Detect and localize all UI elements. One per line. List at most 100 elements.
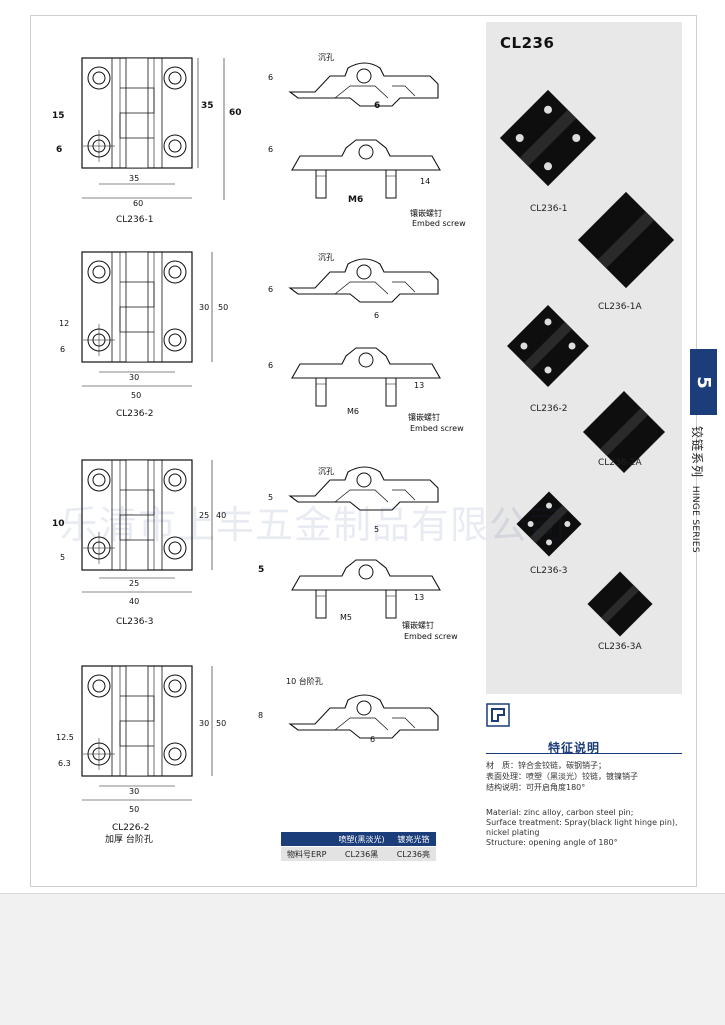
screw-label-en: Embed screw: [404, 632, 458, 641]
chapter-title-en: HINGE SERIES: [690, 485, 700, 553]
erp-header: 喷塑(黑淡光): [332, 832, 391, 847]
drawing-cl236-1: 15 6 35 60 35 60 CL236-1 6 沉孔 6 6 M6 14 …: [52, 53, 466, 228]
dim-side-thick: 8: [258, 711, 263, 720]
dim-hole-outer: 12: [59, 319, 69, 328]
drawing-cl226-2: 12.5 6.3 30 50 30 50 CL226-2 加厚 台阶孔 8 10…: [56, 665, 439, 845]
drawing-subcaption: 加厚 台阶孔: [105, 833, 153, 845]
product-label: CL236-2A: [598, 458, 642, 468]
hinge-photo-cl236-1a: [577, 191, 675, 289]
spec-cn: 材 质：锌合金铰链，碳钢销子； 表面处理：喷塑（黑淡光）铰链，镀镍销子 结构说明…: [486, 760, 638, 793]
dim-hole-inner: 6.3: [58, 759, 71, 768]
series-code: CL236: [500, 34, 555, 52]
dim-pitch-h: 30: [129, 373, 139, 382]
dim-height: 40: [216, 511, 226, 520]
product-label: CL236-1A: [598, 302, 642, 312]
screw-label-cn: 镶嵌螺钉: [402, 620, 434, 630]
spec-en: Material: zinc alloy, carbon steel pin; …: [486, 808, 686, 848]
dim-side-below: 6: [374, 101, 380, 111]
screw-spec: M5: [340, 613, 352, 622]
dim-height: 50: [216, 719, 226, 728]
side-label: 沉孔: [318, 53, 334, 62]
screw-length: 13: [414, 381, 424, 390]
chapter-number: 5: [693, 375, 714, 389]
screw-length: 13: [414, 593, 424, 602]
feature-title: 特征说明: [548, 741, 601, 755]
dim-hole-inner: 6: [60, 345, 65, 354]
dim-screw-thick: 5: [258, 565, 264, 575]
dim-pitch-v: 35: [201, 101, 214, 111]
hinge-photo-cl236-1: [499, 89, 597, 187]
erp-cell: CL236亮: [390, 846, 436, 861]
dim-width: 50: [131, 391, 141, 400]
erp-cell: CL236黑: [332, 846, 391, 861]
erp-table: 喷塑(黑淡光) 镀亮光铬 物料号ERP CL236黑 CL236亮: [281, 832, 436, 861]
screw-spec: M6: [347, 407, 359, 416]
dim-screw-thick: 6: [268, 145, 273, 154]
spec-en-line: nickel plating: [486, 828, 540, 837]
chapter-tab: 5: [690, 349, 717, 415]
dim-height: 50: [218, 303, 228, 312]
dim-screw-thick: 6: [268, 361, 273, 370]
hinge-photo-cl236-3: [516, 491, 582, 557]
dim-pitch-h: 25: [129, 579, 139, 588]
drawing-caption: CL226-2: [112, 823, 149, 833]
dim-pitch-v: 25: [199, 511, 209, 520]
dim-width: 60: [133, 199, 143, 208]
dim-height: 60: [229, 108, 242, 118]
dim-side-below: 6: [374, 311, 379, 320]
product-photos: [499, 89, 675, 637]
dim-side-below: 6: [370, 735, 375, 744]
dim-hole-inner: 6: [56, 145, 62, 155]
dim-side-thick: 6: [268, 285, 273, 294]
dim-pitch-h: 35: [129, 174, 139, 183]
product-label: CL236-3A: [598, 642, 642, 652]
dim-width: 50: [129, 805, 139, 814]
feature-icon: [486, 703, 510, 727]
drawing-cl236-2: 12 6 30 50 30 50 CL236-2 6 沉孔 6 6 M6 13 …: [59, 251, 464, 433]
side-label: 沉孔: [318, 467, 334, 476]
dim-width: 40: [129, 597, 139, 606]
hinge-photo-cl236-2: [506, 304, 590, 388]
chapter-title: 铰链系列 HINGE SERIES: [690, 426, 707, 553]
dim-side-thick: 5: [268, 493, 273, 502]
company-watermark: 乐清市上丰五金制品有限公司: [60, 503, 568, 547]
product-label: CL236-3: [530, 566, 568, 576]
screw-label-cn: 镶嵌螺钉: [410, 208, 442, 218]
product-label: CL236-1: [530, 204, 568, 214]
screw-label-en: Embed screw: [410, 424, 464, 433]
screw-length: 14: [420, 177, 430, 186]
erp-cell: 物料号ERP: [281, 846, 333, 861]
screw-spec: M6: [348, 195, 363, 205]
dim-pitch-v: 30: [199, 719, 209, 728]
drawing-caption: CL236-1: [116, 215, 153, 225]
dim-hole-outer: 15: [52, 111, 65, 121]
product-label: CL236-2: [530, 404, 568, 414]
spec-en-line: Material: zinc alloy, carbon steel pin;: [486, 808, 634, 817]
dim-pitch-v: 30: [199, 303, 209, 312]
spec-cn-line: 表面处理：喷塑（黑淡光）铰链，镀镍销子: [486, 772, 638, 781]
screw-label-en: Embed screw: [412, 219, 466, 228]
drawing-caption: CL236-2: [116, 409, 153, 419]
dim-side-below: 5: [374, 525, 379, 534]
dim-hole-outer: 10: [52, 519, 65, 529]
drawing-caption: CL236-3: [116, 617, 153, 627]
dim-pitch-h: 30: [129, 787, 139, 796]
spec-cn-line: 结构说明：可开启角度180°: [486, 783, 586, 792]
erp-header-blank: [281, 832, 333, 847]
chapter-title-cn: 铰链系列: [690, 426, 704, 479]
erp-header: 镀亮光铬: [390, 832, 436, 847]
feature-divider: [486, 753, 682, 754]
spec-cn-line: 材 质：锌合金铰链，碳钢销子；: [486, 761, 606, 770]
screw-label-cn: 镶嵌螺钉: [408, 412, 440, 422]
dim-hole-inner: 5: [60, 553, 65, 562]
side-label: 10 台阶孔: [286, 676, 323, 686]
spec-en-line: Surface treatment: Spray(black light hin…: [486, 818, 678, 827]
side-label: 沉孔: [318, 253, 334, 262]
hinge-photo-cl236-3a: [587, 571, 653, 637]
spec-en-line: Structure: opening angle of 180°: [486, 838, 618, 847]
dim-hole-outer: 12.5: [56, 733, 74, 742]
drawing-cl236-3: 10 5 25 40 25 40 CL236-3 5 沉孔 5 5 M5 13 …: [52, 459, 458, 641]
dim-side-thick: 6: [268, 73, 273, 82]
bottom-margin: [0, 893, 725, 1025]
